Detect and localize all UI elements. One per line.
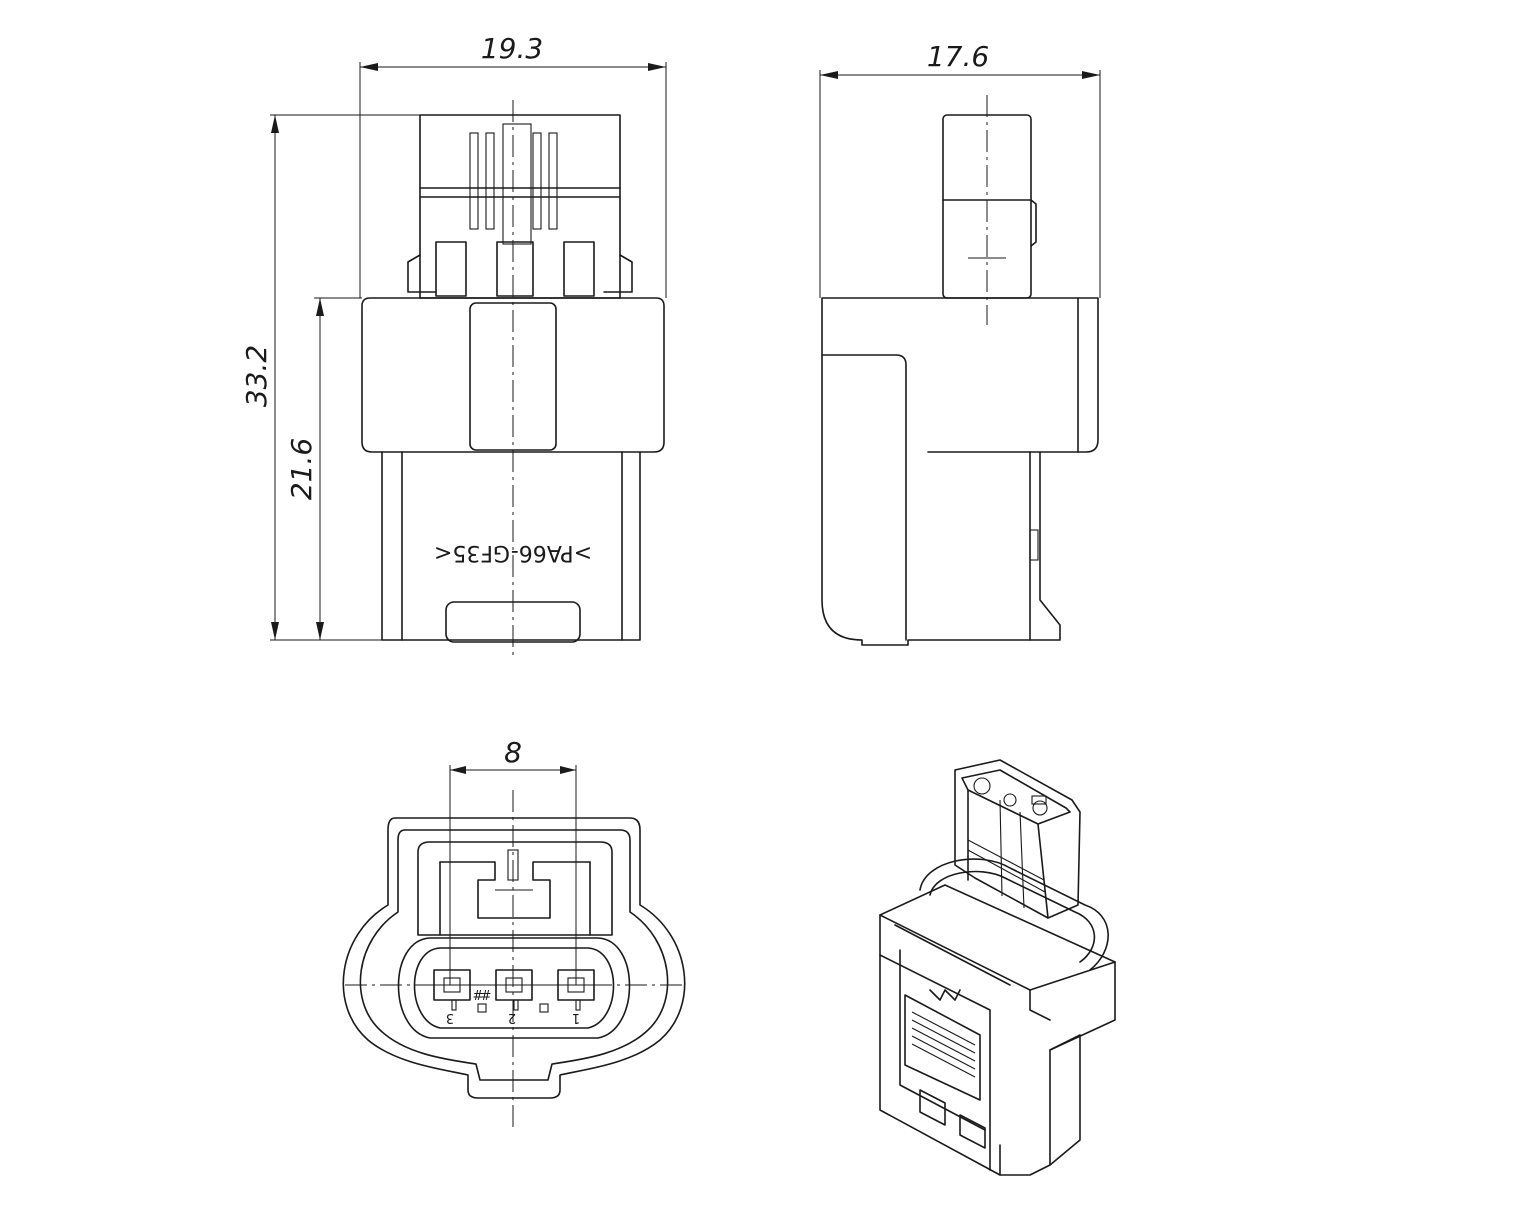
dim-side-width: 17.6: [927, 40, 989, 73]
pin-label-1: 1: [572, 1010, 580, 1025]
front-width-dimension: 19.3: [359, 32, 667, 298]
pin-mark-b: #: [481, 989, 492, 1004]
side-view: [821, 95, 1099, 646]
dim-front-height-body: 21.6: [285, 438, 318, 500]
bottom-view: 3 2 1 # #: [342, 790, 686, 1130]
pin-pitch-dimension: 8: [449, 736, 577, 985]
pin-label-2: 2: [508, 1010, 516, 1025]
front-height-body-dimension: 21.6: [285, 297, 362, 640]
dim-front-height-total: 33.2: [240, 345, 273, 407]
front-height-total-dimension: 33.2: [240, 114, 420, 641]
pin-mark-a: #: [473, 989, 484, 1004]
front-view: >PA66-GF35<: [361, 100, 665, 660]
pin-label-3: 3: [446, 1010, 454, 1025]
side-width-dimension: 17.6: [819, 40, 1101, 298]
isometric-view: [879, 759, 1116, 1176]
dim-pin-pitch: 8: [504, 736, 522, 769]
dim-front-width: 19.3: [481, 32, 543, 65]
